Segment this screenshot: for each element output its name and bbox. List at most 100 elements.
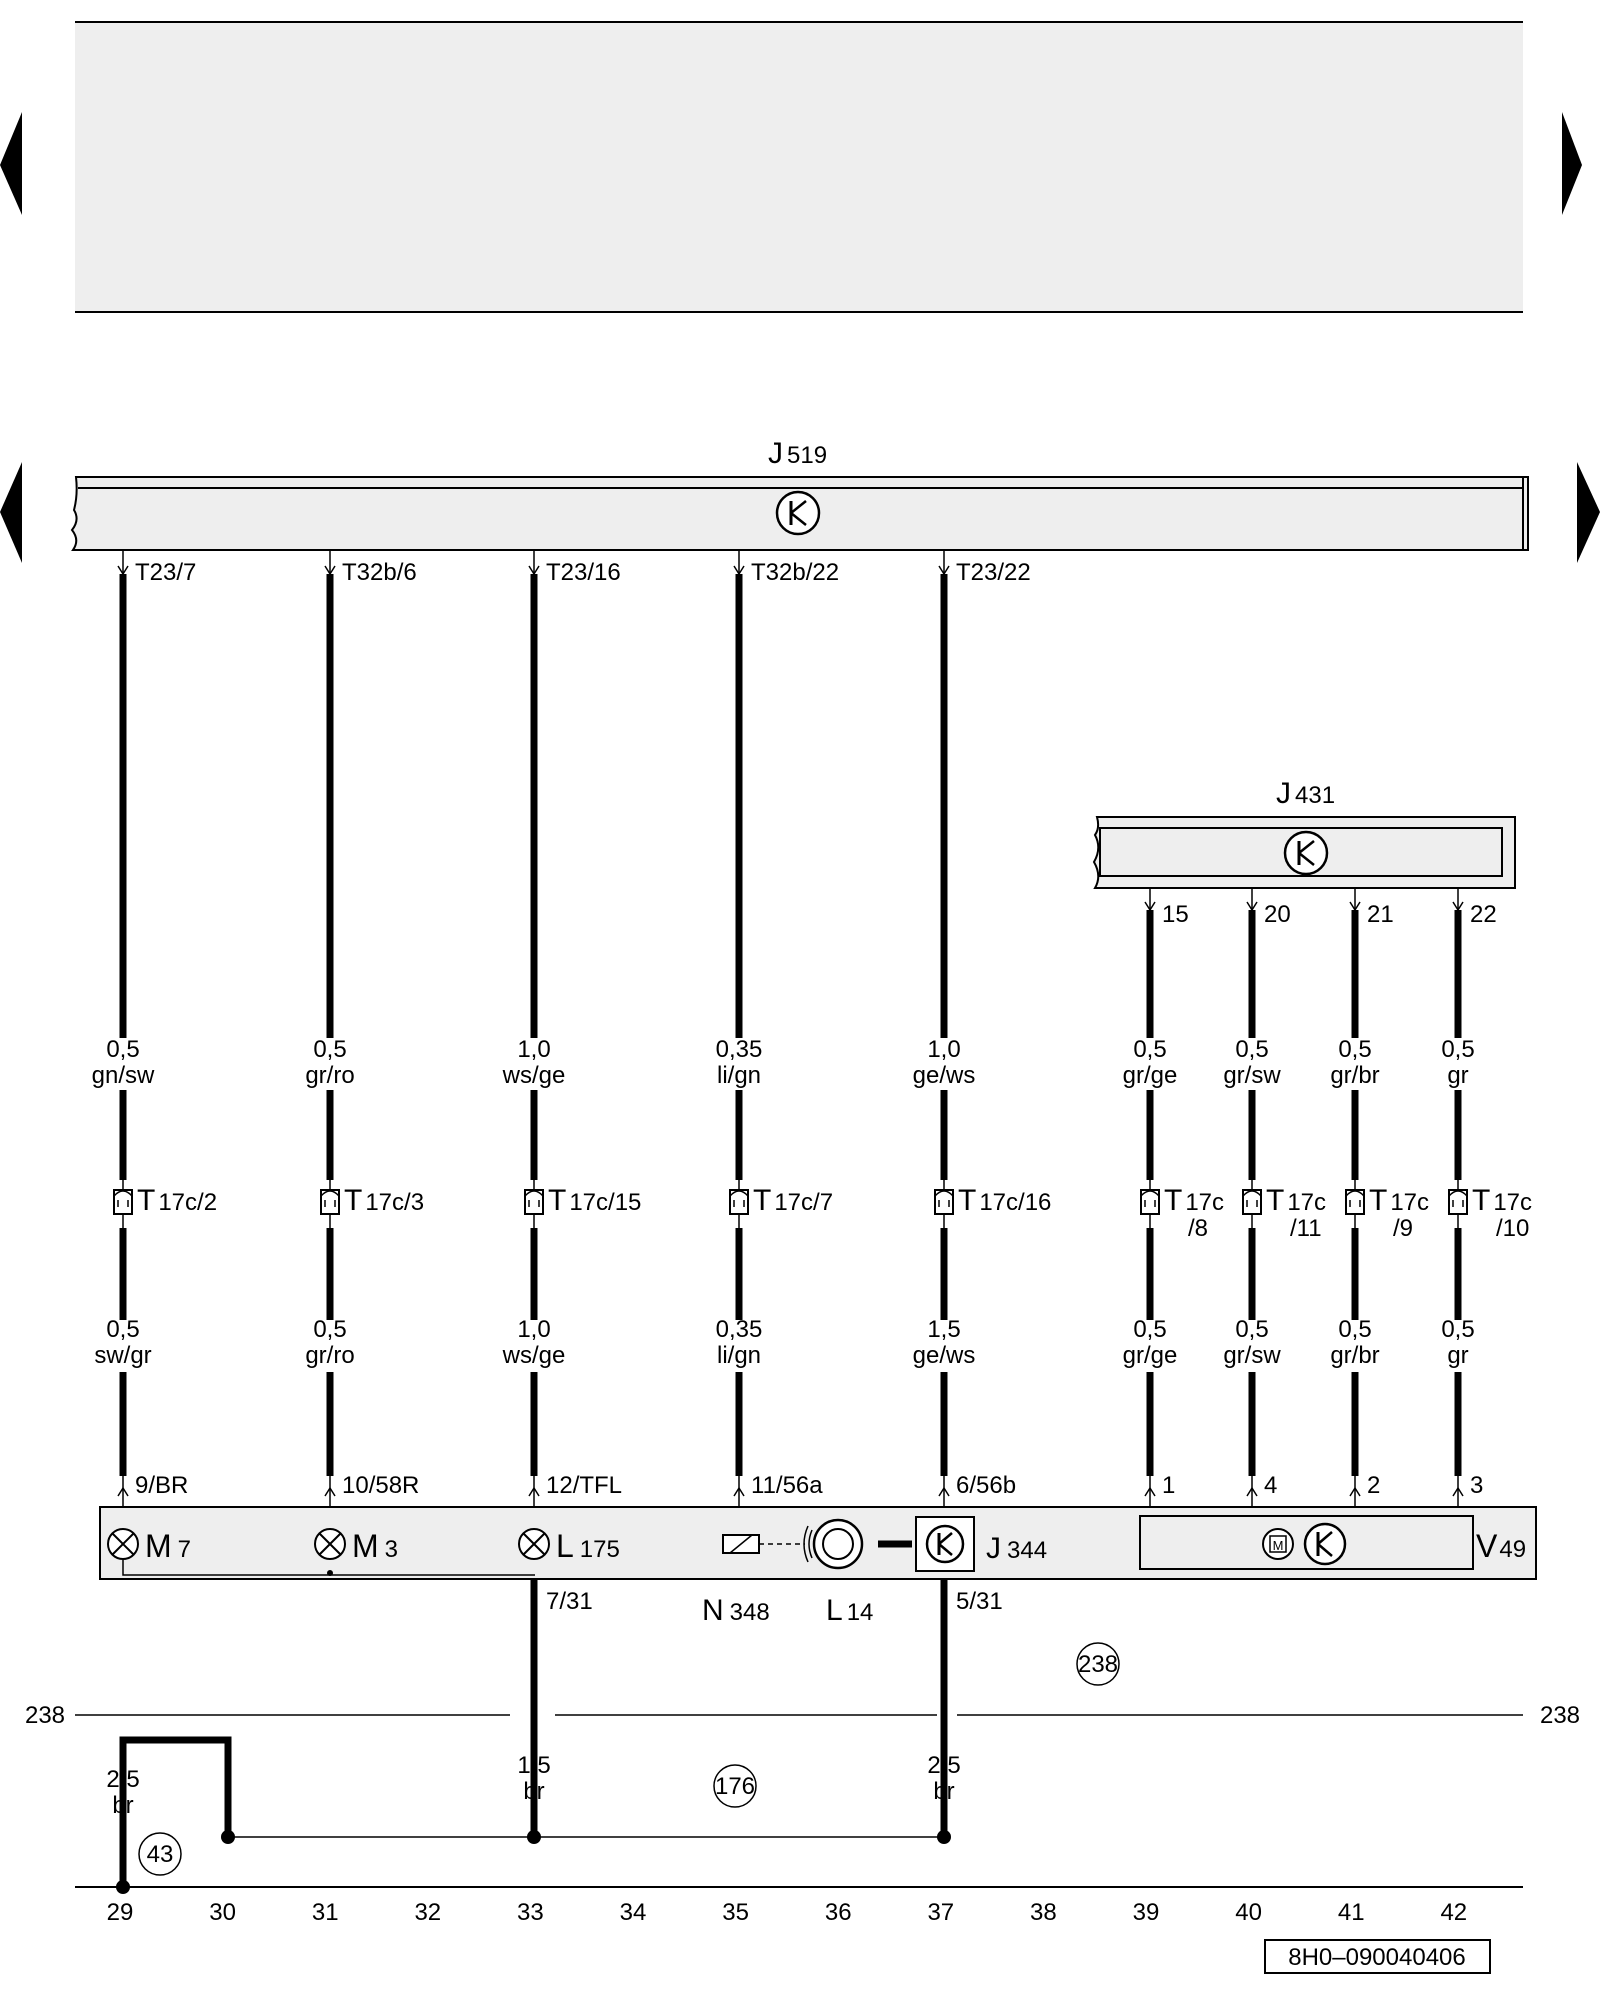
pin-label: T32b/6: [342, 559, 417, 586]
scale-label: 40: [1235, 1899, 1262, 1926]
doc-id-box: [1264, 1939, 1491, 1974]
wire-size-label: 2,5: [927, 1752, 960, 1779]
svg-text:L14: L14: [826, 1594, 873, 1627]
scale-label: 30: [209, 1899, 236, 1926]
wire-size-label: 1,0: [927, 1036, 960, 1063]
wire-size-label: 1,5: [517, 1752, 550, 1779]
right-arrow-icon[interactable]: [1562, 112, 1582, 215]
connector-label-2: /10: [1496, 1215, 1529, 1242]
panel-pin-label: 6/56b: [956, 1472, 1016, 1499]
scale-label: 37: [927, 1899, 954, 1926]
wire-size-label: 2,5: [106, 1766, 139, 1793]
pin-label: T23/22: [956, 559, 1031, 586]
wire-color-label: ge/ws: [913, 1342, 976, 1369]
scale-label: 36: [825, 1899, 852, 1926]
scale-label: 41: [1338, 1899, 1365, 1926]
wire-size-label: 1,0: [517, 1036, 550, 1063]
wire-size-label: 0,35: [716, 1036, 763, 1063]
circle-ref-238-circle: [1076, 1642, 1120, 1686]
wire-size-label: 0,5: [1441, 1036, 1474, 1063]
wire-color-label: gr/sw: [1223, 1062, 1281, 1089]
doc-id: 8H0–090040406: [1288, 1944, 1466, 1971]
ground-pin-label: 5/31: [956, 1588, 1003, 1615]
panel-pin-label: 9/BR: [135, 1472, 188, 1499]
circle-ref-176: 176: [715, 1773, 755, 1800]
circle-ref-43: 43: [147, 1841, 174, 1868]
wire-color-label: gr/ro: [305, 1062, 354, 1089]
connector-icon: [320, 1189, 340, 1215]
pin-label: 22: [1470, 901, 1497, 928]
circle-ref-176-circle: [713, 1764, 757, 1808]
wire-color-label: ws/ge: [502, 1062, 566, 1089]
connector-icon: [1140, 1189, 1160, 1215]
left-arrow-icon[interactable]: [0, 112, 22, 215]
wire-size-label: 0,5: [106, 1316, 139, 1343]
scale-label: 38: [1030, 1899, 1057, 1926]
svg-text:M: M: [1273, 1538, 1284, 1553]
circle-ref-43-circle: [138, 1832, 182, 1876]
wire-color-label: gr/ro: [305, 1342, 354, 1369]
right-arrow-icon[interactable]: [1577, 462, 1600, 563]
connector-icon: [524, 1189, 544, 1215]
scale-label: 32: [414, 1899, 441, 1926]
wire-size-label: 0,5: [313, 1036, 346, 1063]
wire-color-label: gr/br: [1330, 1062, 1379, 1089]
wire-color-label: gn/sw: [92, 1062, 155, 1089]
wire-size-label: 0,5: [1338, 1316, 1371, 1343]
panel-pin-label: 2: [1367, 1472, 1380, 1499]
connector-icon: [1242, 1189, 1262, 1215]
pin-label: T23/16: [546, 559, 621, 586]
connector-label-2: /9: [1393, 1215, 1413, 1242]
wire-size-label: 0,5: [1235, 1036, 1268, 1063]
connector-icon: [729, 1189, 749, 1215]
svg-text:M7: M7: [145, 1528, 191, 1564]
scale-label: 33: [517, 1899, 544, 1926]
wire-size-label: 0,5: [1235, 1316, 1268, 1343]
wire-color-label: sw/gr: [94, 1342, 151, 1369]
wire-size-label: 0,5: [1133, 1036, 1166, 1063]
pin-label: T32b/22: [751, 559, 839, 586]
wire-color-label: gr: [1447, 1342, 1468, 1369]
wire-color-label: gr/ge: [1123, 1062, 1178, 1089]
connector-label-2: /11: [1290, 1215, 1322, 1242]
circle-ref-238: 238: [1078, 1651, 1118, 1678]
wire-color-label: br: [933, 1778, 954, 1805]
wire-color-label: li/gn: [717, 1062, 761, 1089]
panel-pin-label: 4: [1264, 1472, 1277, 1499]
ref-238-right: 238: [1540, 1702, 1580, 1729]
ref-238-left: 238: [25, 1702, 65, 1729]
wire-color-label: li/gn: [717, 1342, 761, 1369]
scale-label: 31: [312, 1899, 339, 1926]
pin-label: 21: [1367, 901, 1394, 928]
wire-color-label: gr/br: [1330, 1342, 1379, 1369]
panel-pin-label: 10/58R: [342, 1472, 419, 1499]
wire-size-label: 0,5: [1441, 1316, 1474, 1343]
panel-pin-label: 3: [1470, 1472, 1483, 1499]
left-arrow-icon[interactable]: [0, 462, 22, 563]
connector-icon: [1448, 1189, 1468, 1215]
ground-pin-label: 7/31: [546, 1588, 593, 1615]
scale-label: 29: [107, 1899, 134, 1926]
wire-color-label: br: [112, 1792, 133, 1819]
panel-pin-label: 1: [1162, 1472, 1175, 1499]
connector-icon: [934, 1189, 954, 1215]
pin-label: 15: [1162, 901, 1189, 928]
panel-pin-label: 11/56a: [751, 1472, 823, 1499]
wire-size-label: 1,0: [517, 1316, 550, 1343]
wire-size-label: 0,5: [106, 1036, 139, 1063]
wire-size-label: 0,5: [313, 1316, 346, 1343]
wire-color-label: ws/ge: [502, 1342, 566, 1369]
